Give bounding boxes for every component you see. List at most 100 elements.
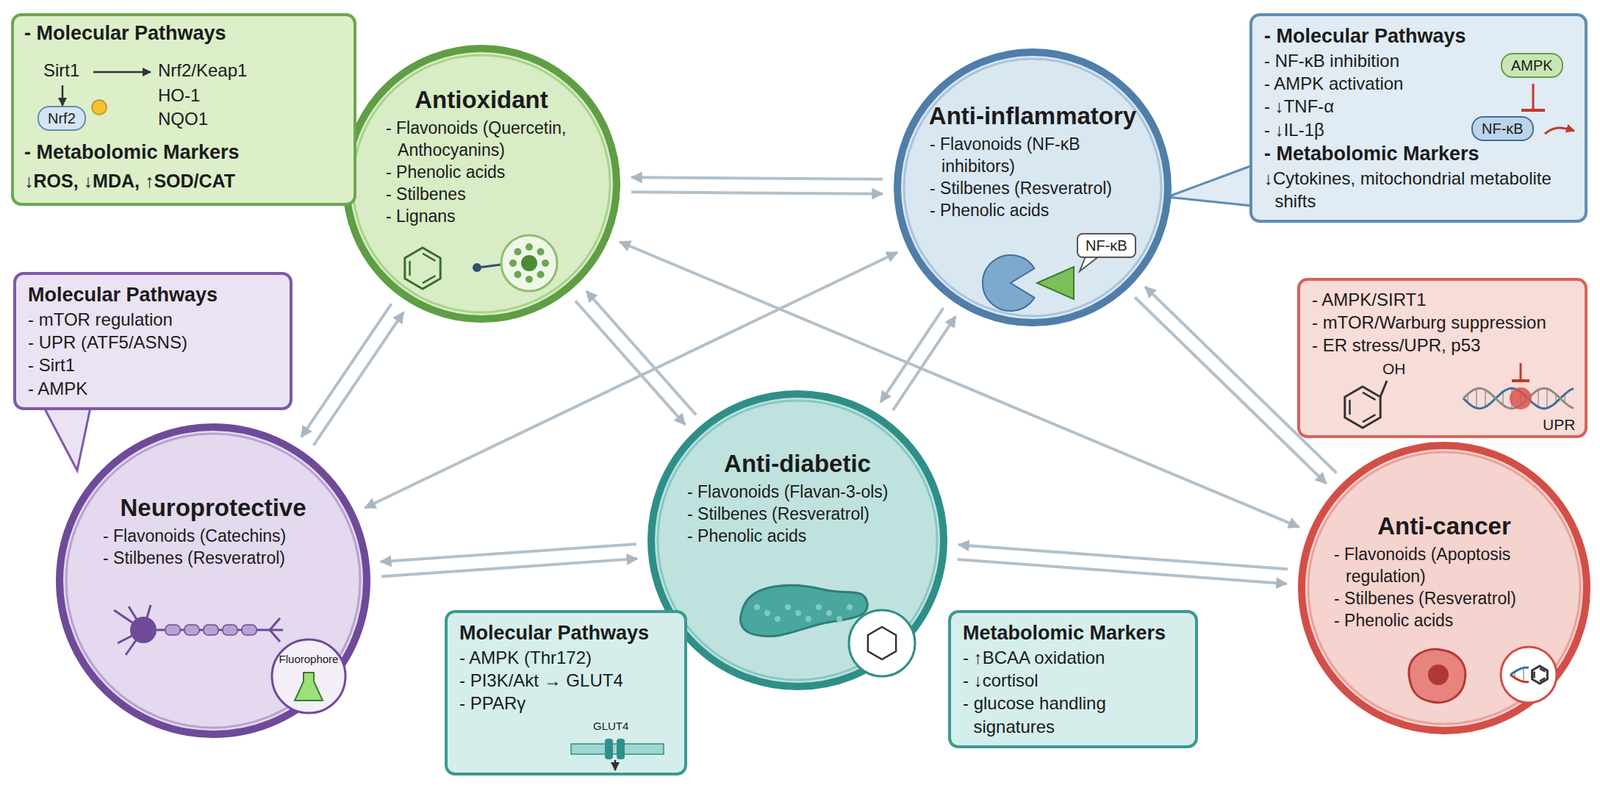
pancreas-lobule: [836, 615, 843, 622]
pancreas-lobule: [826, 610, 832, 616]
double-bond: [1362, 392, 1376, 400]
molecule-atom: [509, 259, 517, 267]
double-bond: [1362, 414, 1376, 422]
compound-item: - Stilbenes: [385, 183, 577, 206]
callout-box: - Molecular Pathways- NF-κB inhibition- …: [1249, 13, 1588, 223]
compound-item: - Flavonoids (NF-κB inhibitors): [929, 133, 1136, 178]
pathway-pill: AMPK: [1500, 52, 1564, 78]
callout-item: - ↓TNF-α: [1264, 94, 1573, 118]
relation-arrow: [892, 316, 956, 411]
callout-tail: [40, 400, 92, 471]
molecule-atom: [525, 275, 533, 283]
myelin-sheath: [203, 624, 219, 636]
compound-item: - Stilbenes (Resveratrol): [687, 503, 908, 526]
callout-item: - glucose handling signatures: [962, 691, 1184, 738]
callout-item: - AMPK: [27, 377, 278, 400]
benzene-ring: [404, 247, 441, 289]
inhibition-line: [1519, 363, 1523, 381]
callout-box: Molecular Pathways- mTOR regulation- UPR…: [13, 271, 293, 411]
callout-box: Molecular Pathways- AMPK (Thr172)- PI3K/…: [444, 610, 688, 776]
uptake-arrow: [614, 759, 617, 771]
callout-item: Nrf2/Keap1: [158, 58, 247, 82]
phospho-badge: [91, 99, 107, 115]
compound-item: - Flavonoids (Flavan-3-ols): [687, 481, 908, 504]
pathway-arrow: [93, 71, 151, 74]
myelin-sheath: [241, 624, 257, 636]
callout-item: - PI3K/Akt → GLUT4: [459, 668, 673, 692]
callout-box: Metabolomic Markers- ↑BCAA oxidation- ↓c…: [948, 610, 1198, 749]
receptor-shape: [982, 255, 1035, 311]
myelin-sheath: [165, 624, 181, 636]
helix-rung: [1484, 389, 1487, 408]
inhibition-bar: [1511, 379, 1530, 383]
molecule-atom: [513, 271, 522, 279]
helix-strand: [1510, 667, 1529, 675]
fluorophore-badge: [271, 639, 346, 713]
compound-item: - Stilbenes (Resveratrol): [102, 547, 324, 570]
circle-title: Anti-diabetic: [646, 448, 949, 479]
pathway-arrow: [61, 85, 64, 106]
relation-arrow: [313, 312, 405, 446]
callout-item: - AMPK (Thr172): [459, 646, 673, 669]
hydroxyl-bond: [1380, 380, 1387, 397]
callout-heading: Molecular Pathways: [459, 620, 673, 647]
callout-box: - Molecular PathwaysSirt1Nrf2/Keap1HO-1N…: [11, 13, 357, 206]
icon-label: Fluorophore: [273, 653, 344, 666]
ligand-dot: [472, 263, 482, 272]
double-bond: [408, 260, 411, 276]
benzene-ring: [1532, 665, 1548, 684]
compound-item: - Stilbenes (Resveratrol): [1333, 587, 1555, 611]
axon-terminal: [269, 629, 281, 642]
inhibitor-wedge: [1037, 266, 1074, 300]
molecule-atom: [541, 259, 550, 267]
speech-bubble: NF-κB: [1076, 232, 1137, 258]
text-area: Anti-diabetic- Flavonoids (Flavan-3-ols)…: [646, 389, 908, 548]
flask: [294, 672, 323, 701]
glut4-channel: [616, 738, 625, 760]
helix-rung: [1502, 391, 1504, 405]
callout-item: - UPR (ATF5/ASNS): [27, 330, 278, 354]
pancreas-lobule: [784, 604, 791, 611]
relation-arrow: [631, 177, 883, 179]
text-area: Neuroprotective- Flavonoids (Catechins)-…: [55, 422, 324, 570]
helix-rung: [1546, 388, 1548, 409]
callout-item: Sirt1: [43, 58, 80, 82]
relation-arrow: [381, 558, 638, 577]
benzene-ring: [1344, 386, 1381, 428]
callout-item: - mTOR/Warburg suppression: [1311, 310, 1573, 334]
pathway-pill: NF-κB: [1471, 116, 1534, 142]
pancreas-lobule: [846, 604, 853, 611]
inhibition-bar: [1521, 108, 1545, 112]
callout-heading: Metabolomic Markers: [962, 620, 1184, 647]
compound-item: - Flavonoids (Quercetin, Anthocyanins): [385, 117, 577, 162]
pancreas: [740, 585, 868, 636]
callout-item: - ↓cortisol: [962, 668, 1184, 692]
double-bond: [1533, 671, 1536, 679]
circle-inner-ring: [657, 400, 938, 680]
pathway-pill: Nrf2: [37, 105, 86, 131]
callout-heading: - Metabolomic Markers: [24, 139, 240, 166]
pancreas-lobule: [754, 604, 760, 611]
icon-label: OH: [1382, 360, 1406, 378]
double-bond: [1539, 677, 1545, 681]
icon-label: GLUT4: [593, 720, 629, 733]
text-area: Anti-cancer- Flavonoids (Apoptosis regul…: [1297, 440, 1555, 633]
callout-item: NQO1: [158, 107, 208, 131]
text-area: Anti-inflammatory- Flavonoids (NF-κB inh…: [892, 47, 1136, 222]
pancreas-lobule: [815, 604, 822, 611]
compound-item: - Flavonoids (Catechins): [102, 525, 324, 548]
bubble-tail: [1079, 256, 1099, 272]
category-circle: Neuroprotective- Flavonoids (Catechins)-…: [55, 422, 372, 739]
callout-item: - ER stress/UPR, p53: [1311, 333, 1573, 357]
antioxidant-molecule: [501, 235, 558, 292]
category-circle: Anti-inflammatory- Flavonoids (NF-κB inh…: [892, 47, 1173, 328]
double-bond: [422, 253, 436, 261]
relation-arrow: [586, 291, 697, 415]
circle-inner-ring: [66, 433, 361, 728]
double-bond: [1539, 668, 1545, 672]
callout-item: - Sirt1: [27, 353, 278, 377]
compound-item: - Phenolic acids: [687, 525, 908, 548]
callout-heading: - Metabolomic Markers: [1264, 141, 1573, 167]
category-circle: Anti-cancer- Flavonoids (Apoptosis regul…: [1297, 440, 1592, 735]
